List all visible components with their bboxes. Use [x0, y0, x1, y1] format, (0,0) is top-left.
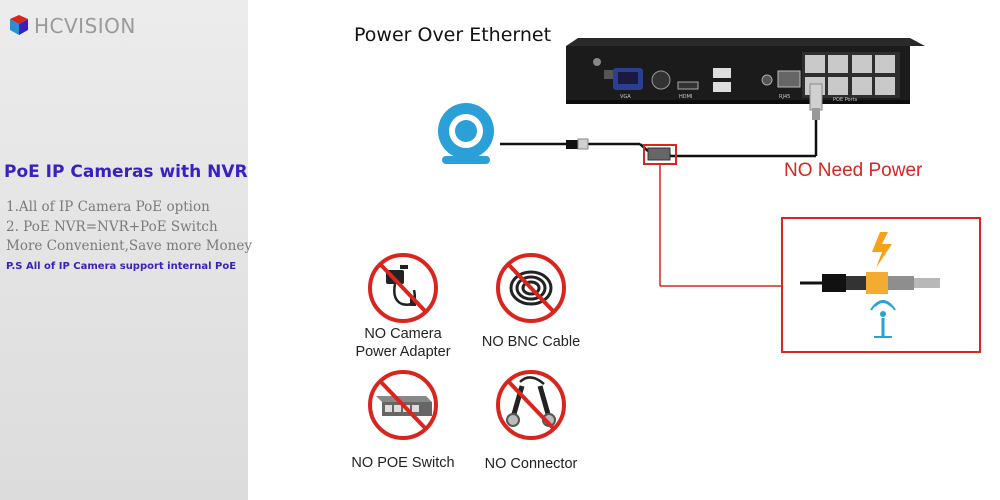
- power-jack-icon: [593, 58, 601, 66]
- ip-camera-icon: [438, 103, 494, 164]
- panel-line-2: 2. PoE NVR=NVR+PoE Switch: [6, 219, 218, 235]
- wireless-signal-icon: [870, 300, 896, 338]
- panel-note: P.S All of IP Camera support internal Po…: [6, 261, 237, 272]
- info-panel: HCVISION PoE IP Cameras with NVR 1.All o…: [0, 0, 252, 500]
- no-need-power-label: NO Need Power: [784, 160, 923, 181]
- panel-line-1: 1.All of IP Camera PoE option: [6, 199, 210, 215]
- usb-port-1: [713, 68, 731, 78]
- vga-label: VGA: [620, 94, 631, 100]
- caption-connector: NO Connector: [484, 456, 578, 472]
- caption-line-2: Power Adapter: [355, 344, 451, 360]
- no-poe-switch-icon: [368, 370, 438, 440]
- caption-poe-switch: NO POE Switch: [351, 455, 455, 471]
- poe-callout-box: [781, 217, 981, 353]
- hcvision-logo-icon: [10, 15, 28, 35]
- no-power-adapter-icon: [368, 253, 438, 323]
- caption-bnc-cable: NO BNC Cable: [481, 334, 581, 350]
- brand-name: HCVISION: [34, 14, 136, 38]
- hdmi-label: HDMI: [679, 94, 692, 100]
- no-bnc-cable-icon: [496, 253, 566, 323]
- ethernet-cable: [500, 83, 823, 161]
- nvr-device: VGA HDMI RJ45 POE Ports: [566, 38, 925, 104]
- diagram-title: Power Over Ethernet: [354, 24, 552, 46]
- usb-port-2: [713, 82, 731, 92]
- lightning-bolt-icon: [872, 232, 892, 268]
- caption-power-adapter: NO Camera Power Adapter: [343, 326, 463, 360]
- brand-logo: HCVISION: [8, 14, 136, 38]
- panel-line-3: More Convenient,Save more Money: [6, 238, 252, 254]
- rj45-label: RJ45: [779, 94, 790, 100]
- caption-line-1: NO Camera: [364, 326, 442, 342]
- panel-title: PoE IP Cameras with NVR: [4, 162, 248, 182]
- rj45-port: [777, 70, 801, 88]
- rj45-plug-icon: [800, 272, 940, 294]
- no-bnc-connector-icon: [496, 370, 566, 440]
- hdmi-port: [677, 81, 699, 90]
- poe-ports-label: POE Ports: [833, 97, 858, 103]
- audio-jack: [651, 70, 671, 90]
